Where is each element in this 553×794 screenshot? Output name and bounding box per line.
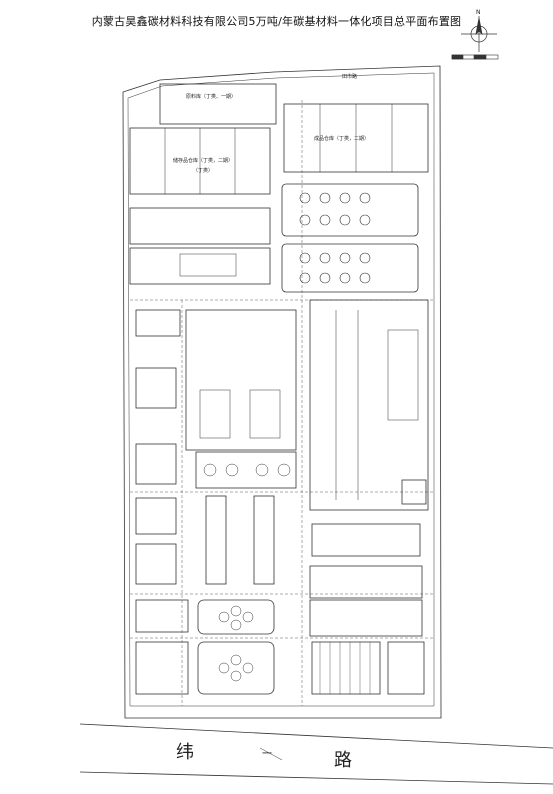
scale-bar xyxy=(451,54,499,60)
process-unit-middle xyxy=(129,247,271,285)
building-left-3 xyxy=(135,497,177,535)
storage-warehouse-label: 储存品仓库（丁类，二期） xyxy=(173,157,233,164)
kiln-line-1 xyxy=(205,495,227,585)
production-area-left xyxy=(135,309,181,337)
bottom-building-1 xyxy=(135,599,189,633)
building-left-1 xyxy=(135,367,177,409)
parking-area xyxy=(311,641,381,695)
south-road xyxy=(79,723,553,749)
road-name-right: 路 xyxy=(334,750,352,771)
raw-material-warehouse xyxy=(159,83,277,125)
raw-warehouse-label: 原料库（丁类、一期） xyxy=(186,93,236,100)
north-label: N xyxy=(476,9,481,16)
road-center-mark: 一 xyxy=(262,749,272,760)
kiln-line-2 xyxy=(253,495,275,585)
furnace-block xyxy=(195,451,297,489)
road-name-left: 纬 xyxy=(176,742,194,763)
plan-title: 内蒙古昊鑫碳材料科技有限公司5万吨/年碳基材料一体化项目总平面布置图 xyxy=(91,15,462,28)
bottom-tank-area xyxy=(197,599,275,635)
top-strip-label: 田市路 xyxy=(342,73,357,80)
site-boundary xyxy=(122,65,442,719)
building-left-2 xyxy=(135,443,177,485)
right-production-plant xyxy=(309,299,429,511)
bottom-building-6 xyxy=(387,641,425,695)
bottom-tank-area-2 xyxy=(197,641,275,695)
process-equipment-block xyxy=(179,253,237,277)
compass-icon xyxy=(461,16,497,52)
tank-farm-upper xyxy=(281,183,419,237)
workshop-right xyxy=(309,565,423,599)
production-area-center xyxy=(185,309,297,451)
substation xyxy=(311,523,421,557)
bottom-building-4 xyxy=(135,641,189,695)
building-left-4 xyxy=(135,543,177,585)
storage-warehouse-class-label: （丁类） xyxy=(193,167,213,174)
tank-farm-lower xyxy=(281,243,419,293)
product-warehouse-label: 成品仓库（丁类，二期） xyxy=(314,135,369,142)
bottom-building-3 xyxy=(309,599,423,637)
process-unit-upper xyxy=(129,207,271,245)
inner-boundary xyxy=(127,72,435,707)
